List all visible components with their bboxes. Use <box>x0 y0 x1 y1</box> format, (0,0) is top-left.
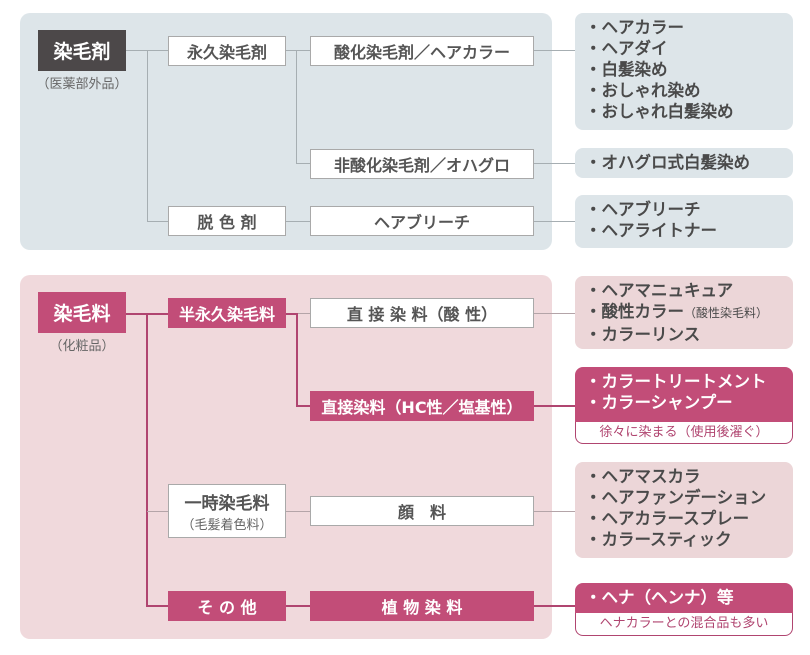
bleach-examples-list: ・ヘアブリーチ ・ヘアライトナー <box>575 195 793 248</box>
oxidative-dye-node: 酸化染毛剤／ヘアカラー <box>310 36 534 66</box>
connector-line <box>285 313 297 315</box>
direct-dye-acid-node: 直 接 染 料（酸 性） <box>310 298 534 328</box>
connector-line <box>533 50 575 51</box>
hair-colorant-label: （毛髪着色料） <box>181 518 273 533</box>
connector-line <box>146 605 168 607</box>
oxidative-examples-list: ・ヘアカラー ・ヘアダイ ・白髪染め ・おしゃれ染め ・おしゃれ白髪染め <box>575 13 793 130</box>
other-node: そ の 他 <box>168 591 286 621</box>
list-item: ・カラーシャンプー <box>585 393 733 412</box>
list-item: ・ヘアダイ <box>585 39 668 58</box>
acid-dye-examples-list: ・ヘアマニュキュア ・酸性カラー（酸性染毛料） ・カラーリンス <box>575 276 793 349</box>
connector-line <box>285 605 310 607</box>
connector-line <box>533 605 575 607</box>
temporary-color-label: 一時染毛料 <box>184 494 270 514</box>
list-item: ・ヘアカラースプレー <box>585 509 750 528</box>
temporary-color-node: 一時染毛料 （毛髪着色料） <box>168 484 286 538</box>
connector-line <box>146 313 148 606</box>
acid-hair-color-note: （酸性染毛料） <box>684 306 769 320</box>
list-item: ・カラースティック <box>585 530 732 549</box>
direct-dye-hc-basic-node: 直接染料（HC性／塩基性） <box>310 391 534 421</box>
hair-color-cosmetic-root: 染毛料 <box>38 292 126 333</box>
list-item: ・ヘナ（ヘンナ）等 <box>585 588 734 607</box>
list-item: ・白髪染め <box>585 60 668 79</box>
connector-line <box>147 50 148 221</box>
list-item: ・酸性カラー（酸性染毛料） <box>585 301 783 324</box>
quasi-drug-label: （医薬部外品） <box>36 77 128 92</box>
connector-line <box>533 511 575 512</box>
henna-mix-note: ヘナカラーとの混合品も多い <box>575 613 793 636</box>
connector-line <box>533 221 575 222</box>
connector-line <box>533 405 575 407</box>
connector-line <box>296 163 310 164</box>
hc-dye-examples-list: ・カラートリートメント ・カラーシャンプー <box>575 367 793 422</box>
list-item: ・おしゃれ白髪染め <box>585 102 734 121</box>
connector-line <box>296 405 310 407</box>
list-item: ・カラーリンス <box>585 325 701 344</box>
connector-line <box>296 50 297 163</box>
list-item: ・おしゃれ染め <box>585 81 701 100</box>
connector-line <box>147 511 168 512</box>
list-item: ・ヘアライトナー <box>585 221 717 240</box>
list-item-label: ・酸性カラー <box>585 302 684 321</box>
connector-line <box>285 50 310 51</box>
permanent-dye-node: 永久染毛剤 <box>168 36 286 66</box>
gradual-color-note: 徐々に染まる（使用後濯ぐ） <box>575 422 793 444</box>
list-item: ・ヘアブリーチ <box>585 200 701 219</box>
plant-dye-node: 植 物 染 料 <box>310 591 534 621</box>
connector-line <box>285 511 310 512</box>
connector-line <box>285 221 310 222</box>
list-item: ・カラートリートメント <box>585 372 767 391</box>
list-item: ・オハグロ式白髪染め <box>585 153 750 172</box>
list-item: ・ヘアファンデーション <box>585 488 767 507</box>
connector-line <box>533 313 575 314</box>
connector-line <box>296 313 298 406</box>
pigment-node: 顔 料 <box>310 496 534 526</box>
non-oxidative-dye-node: 非酸化染毛剤／オハグロ <box>310 149 534 179</box>
decolorant-node: 脱 色 剤 <box>168 206 286 236</box>
connector-line <box>147 221 168 222</box>
list-item: ・ヘアカラー <box>585 18 684 37</box>
non-oxidative-examples-list: ・オハグロ式白髪染め <box>575 148 793 178</box>
hair-dye-drug-root: 染毛剤 <box>38 30 126 71</box>
connector-line <box>533 163 575 164</box>
semi-permanent-node: 半永久染毛料 <box>168 298 286 328</box>
connector-line <box>297 313 310 314</box>
plant-dye-examples-list: ・ヘナ（ヘンナ）等 <box>575 583 793 613</box>
hair-color-cosmetic-panel <box>20 275 552 639</box>
cosmetic-label: （化粧品） <box>49 339 115 354</box>
list-item: ・ヘアマスカラ <box>585 467 701 486</box>
list-item: ・ヘアマニュキュア <box>585 281 734 300</box>
hair-bleach-node: ヘアブリーチ <box>310 206 534 236</box>
pigment-examples-list: ・ヘアマスカラ ・ヘアファンデーション ・ヘアカラースプレー ・カラースティック <box>575 462 793 558</box>
